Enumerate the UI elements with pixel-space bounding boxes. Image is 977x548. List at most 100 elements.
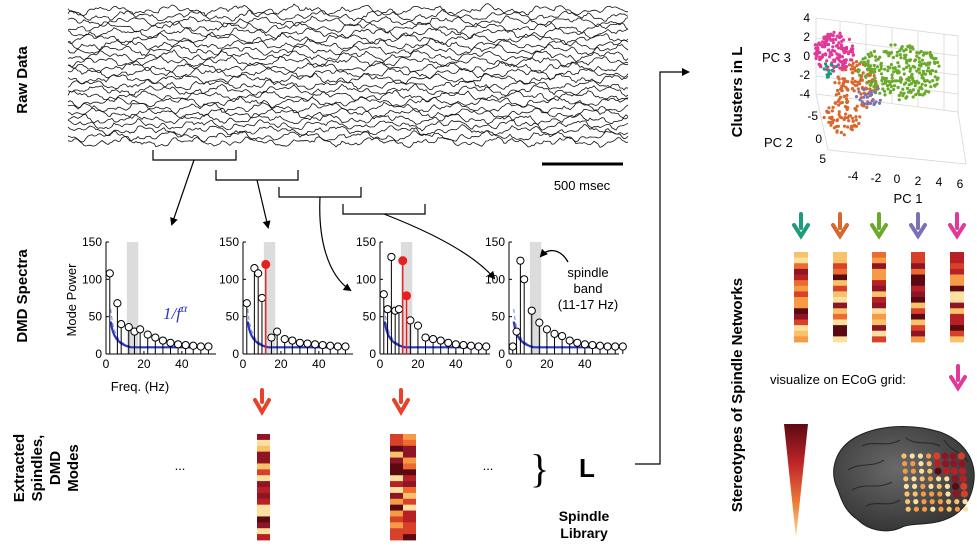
scatter-point — [867, 55, 872, 59]
stereotype-cell — [911, 274, 925, 281]
stereotype-cell — [833, 268, 847, 275]
stereotype-cell — [950, 291, 964, 298]
scatter-point — [930, 55, 934, 60]
scatter-point — [824, 64, 829, 68]
scatter-point — [929, 72, 933, 76]
scatter-point — [834, 101, 838, 105]
scatter-point — [915, 69, 919, 73]
stereotype-cell — [872, 274, 886, 281]
x-tick-label: 40 — [578, 357, 592, 371]
mode-marker — [550, 329, 559, 338]
scatter-point — [904, 48, 908, 52]
eeg-trace — [67, 15, 629, 28]
ecog-electrode — [954, 506, 961, 512]
scatter-point — [842, 133, 846, 137]
scatter-point — [837, 112, 841, 117]
mode-cell — [257, 516, 270, 523]
ecog-electrode — [957, 452, 966, 460]
scatter-point — [831, 41, 836, 45]
scatter-point — [917, 56, 921, 60]
ecog-electrode — [942, 460, 950, 468]
x-tick-label: 0 — [103, 357, 110, 371]
scatter-point — [849, 58, 853, 62]
pc2-tick: 5 — [819, 152, 826, 166]
eeg-trace — [67, 26, 629, 40]
window-bracket-1 — [152, 150, 237, 161]
stereotype-cell — [950, 280, 964, 287]
ecog-electrode — [905, 499, 911, 505]
mode-marker — [383, 305, 392, 314]
scatter-point — [872, 74, 876, 78]
scatter-point — [931, 79, 935, 83]
eeg-trace — [67, 44, 629, 56]
stereotype-cell — [833, 336, 847, 343]
scatter-point — [886, 69, 890, 73]
mode-marker — [173, 340, 183, 349]
scatter-point — [855, 83, 859, 87]
scatter-point — [842, 117, 846, 122]
scatter-point — [823, 52, 828, 56]
ecog-electrode — [910, 468, 917, 474]
scatter-point — [835, 64, 839, 69]
spindle-marker — [398, 256, 408, 266]
red-arrow-2 — [392, 388, 410, 416]
scatter-point — [848, 114, 853, 118]
scatter-point — [836, 99, 840, 103]
scatter-point — [847, 63, 852, 67]
scatter-point — [895, 79, 899, 83]
mode-cell — [257, 439, 270, 447]
ecog-electrode — [952, 482, 960, 490]
scatter-point — [868, 71, 872, 75]
stereotype-cell — [950, 330, 964, 337]
stereotype-cell — [872, 263, 886, 270]
mode-marker — [326, 341, 335, 350]
ecog-electrode — [963, 506, 969, 512]
stereotype-cell — [833, 280, 847, 287]
eeg-trace — [67, 55, 629, 68]
scatter-point — [933, 75, 937, 79]
scatter-point — [864, 74, 868, 78]
ecog-electrode — [962, 499, 968, 505]
mode-marker — [542, 325, 552, 334]
scatter-point — [935, 78, 939, 82]
ecog-electrode — [913, 506, 920, 512]
stereotype-cell — [872, 291, 886, 298]
stereotype-cell — [794, 330, 808, 337]
ecog-electrode — [950, 467, 959, 475]
scatter-point — [851, 53, 855, 57]
stereotype-cell — [872, 257, 886, 264]
ecog-electrode — [929, 499, 935, 505]
scatter-point — [827, 110, 831, 114]
ecog-electrode — [910, 461, 916, 467]
eeg-trace — [67, 90, 629, 103]
stereotype-bar-4 — [911, 252, 925, 343]
pc2-tick: -5 — [807, 109, 818, 123]
scatter-point — [821, 45, 825, 49]
scatter-point — [838, 59, 842, 63]
ecog-electrode — [933, 460, 942, 468]
scatter-point — [830, 53, 834, 57]
x-tick-label: 40 — [175, 357, 189, 371]
y-tick-label: 150 — [219, 235, 239, 249]
scatter-point — [839, 116, 844, 120]
scatter-point — [910, 45, 914, 49]
stereotype-cell — [794, 285, 808, 292]
mode-marker — [257, 293, 267, 303]
scatter-point — [865, 102, 870, 106]
ecog-electrode — [938, 506, 944, 512]
stereotype-bar-5 — [950, 252, 964, 343]
scatter-point — [892, 87, 896, 92]
fit-curve-dashed — [513, 308, 616, 348]
mode-cell — [257, 487, 270, 494]
eeg-trace — [67, 37, 629, 51]
mode-cell — [403, 439, 416, 447]
scatter-point — [835, 52, 839, 56]
scatter-point — [893, 66, 897, 70]
spindle-band-shade — [126, 242, 139, 354]
mode-cell — [390, 534, 403, 541]
mode-marker — [580, 340, 589, 349]
mode-marker — [512, 327, 521, 336]
scatter-point — [908, 59, 912, 63]
ecog-electrode — [946, 506, 952, 512]
mode-marker — [196, 342, 205, 351]
